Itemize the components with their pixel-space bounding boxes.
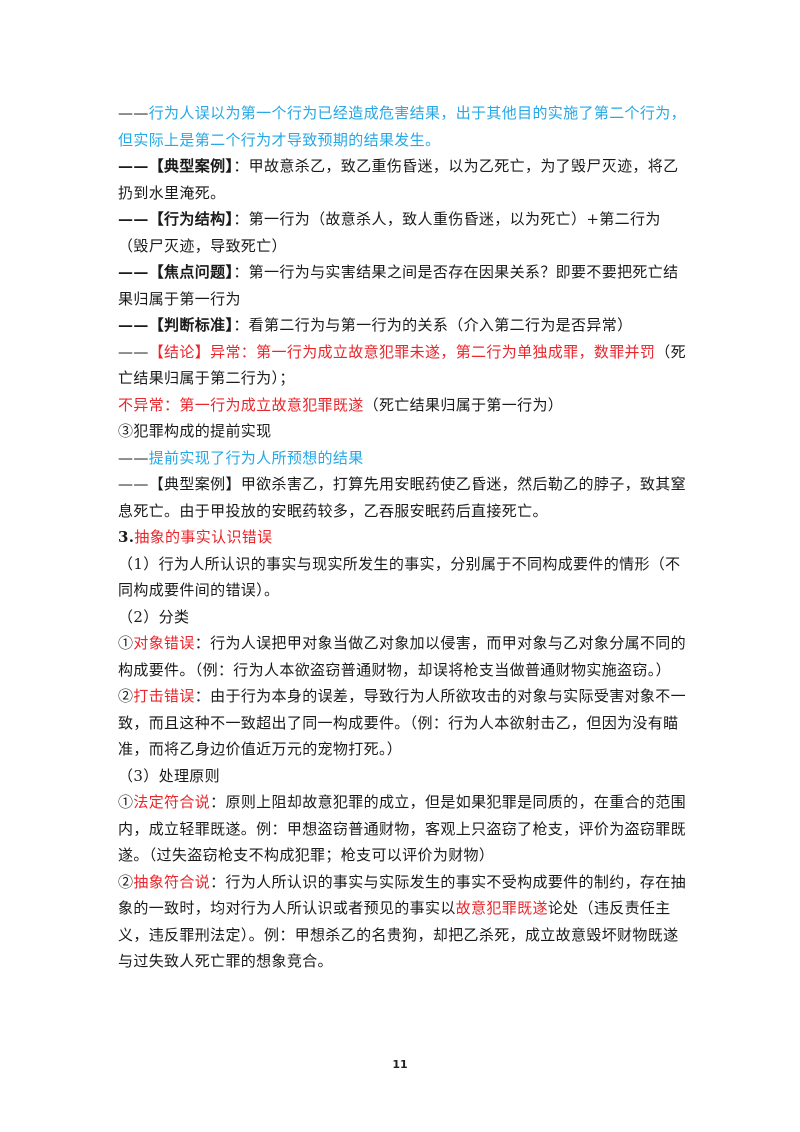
paragraph: ——【行为结构】：第一行为（故意杀人，致人重伤昏迷，以为死亡）+第二行为（毁尸灭… bbox=[118, 206, 690, 259]
text-segment: ：第一行为与实害结果之间是否存在因果关系？即要不要把死亡结果归属于第一行为 bbox=[118, 263, 679, 308]
text-segment: ：原则上阻却故意犯罪的成立，但是如果犯罪是同质的，在重合的范围内，成立轻罪既遂。… bbox=[118, 793, 686, 864]
paragraph: 不异常：第一行为成立故意犯罪既遂（死亡结果归属于第一行为） bbox=[118, 392, 690, 419]
text-segment: 对象错误 bbox=[133, 634, 195, 652]
text-segment: 打击错误 bbox=[133, 687, 195, 705]
subheading: （3）处理原则 bbox=[118, 763, 690, 790]
paragraph: ①对象错误：行为人误把甲对象当做乙对象加以侵害，而甲对象与乙对象分属不同的构成要… bbox=[118, 630, 690, 683]
text-segment: （3）处理原则 bbox=[118, 766, 220, 785]
text-segment: 异常：第一行为成立故意犯罪未遂，第二行为单独成罪，数罪并罚 bbox=[210, 342, 656, 361]
paragraph: ——提前实现了行为人所预想的结果 bbox=[118, 445, 690, 472]
paragraph: ②抽象符合说：行为人所认识的事实与实际发生的事实不受构成要件的制约，存在抽象的一… bbox=[118, 869, 690, 975]
page-number: 11 bbox=[392, 1058, 408, 1071]
text-segment: ② bbox=[118, 687, 134, 705]
text-segment: 法定符合说 bbox=[133, 793, 211, 811]
text-segment: 3. bbox=[118, 528, 135, 546]
text-segment: —— bbox=[118, 448, 149, 467]
text-segment: （死亡结果归属于第一行为） bbox=[363, 395, 564, 414]
paragraph: ——行为人误以为第一个行为已经造成危害结果，出于其他目的实施了第二个行为，但实际… bbox=[118, 100, 690, 153]
text-segment: 甲欲杀害乙，打算先用安眠药使乙昏迷，然后勒乙的脖子，致其窒息死亡。由于甲投放的安… bbox=[118, 475, 686, 520]
text-segment: ：行为人误把甲对象当做乙对象加以侵害，而甲对象与乙对象分属不同的构成要件。（例：… bbox=[118, 634, 686, 679]
text-segment: ——【焦点问题】 bbox=[118, 263, 234, 281]
text-segment: ：行为人所认识的事实与实际发生的事实不受构成要件的制约，存在抽象的一致时，均对行… bbox=[118, 872, 686, 918]
paragraph: ——【典型案例】：甲故意杀乙，致乙重伤昏迷，以为乙死亡，为了毁尸灭迹，将乙扔到水… bbox=[118, 153, 690, 206]
text-segment: ——【典型案例】 bbox=[118, 157, 234, 175]
text-segment: ——【典型案例】 bbox=[118, 475, 241, 493]
text-segment: ：看第二行为与第一行为的关系（介入第二行为是否异常） bbox=[233, 316, 633, 334]
text-segment: （2）分类 bbox=[118, 607, 190, 626]
text-segment: 【结论】 bbox=[148, 342, 211, 361]
text-segment: 抽象的事实认识错误 bbox=[134, 528, 273, 546]
text-segment: ② bbox=[118, 872, 134, 891]
text-segment: ① bbox=[118, 793, 134, 811]
text-segment: —— bbox=[118, 104, 149, 122]
text-segment: ① bbox=[118, 634, 134, 652]
text-segment: ：第一行为（故意杀人，致人重伤昏迷，以为死亡）+第二行为（毁尸灭迹，导致死亡） bbox=[118, 210, 661, 255]
paragraph: ③犯罪构成的提前实现 bbox=[118, 418, 690, 445]
text-segment: （死亡结果归属于第二行为）； bbox=[118, 342, 686, 388]
document-body: ——行为人误以为第一个行为已经造成危害结果，出于其他目的实施了第二个行为，但实际… bbox=[118, 100, 690, 975]
paragraph: ①法定符合说：原则上阻却故意犯罪的成立，但是如果犯罪是同质的，在重合的范围内，成… bbox=[118, 789, 690, 869]
section-heading: 3.抽象的事实认识错误 bbox=[118, 524, 690, 551]
paragraph: ——【判断标准】：看第二行为与第一行为的关系（介入第二行为是否异常） bbox=[118, 312, 690, 339]
text-segment: ——【判断标准】 bbox=[118, 316, 234, 334]
paragraph: ②打击错误：由于行为本身的误差，导致行为人所欲攻击的对象与实际受害对象不一致，而… bbox=[118, 683, 690, 763]
text-segment: 行为人误以为第一个行为已经造成危害结果，出于其他目的实施了第二个行为，但实际上是… bbox=[118, 104, 686, 149]
text-segment: 故意犯罪既遂 bbox=[455, 899, 548, 917]
text-segment: 论处（违反责任主义，违反罪刑法定）。例：甲想杀乙的名贵狗，却把乙杀死，成立故意毁… bbox=[118, 899, 679, 970]
text-segment: 提前实现了行为人所预想的结果 bbox=[148, 448, 364, 467]
text-segment: 抽象符合说 bbox=[133, 872, 211, 891]
subheading: （2）分类 bbox=[118, 604, 690, 631]
text-segment: 不异常：第一行为成立故意犯罪既遂 bbox=[118, 395, 364, 414]
text-segment: ：甲故意杀乙，致乙重伤昏迷，以为乙死亡，为了毁尸灭迹，将乙扔到水里淹死。 bbox=[118, 157, 679, 202]
paragraph: ——【焦点问题】：第一行为与实害结果之间是否存在因果关系？即要不要把死亡结果归属… bbox=[118, 259, 690, 312]
paragraph: ——【结论】异常：第一行为成立故意犯罪未遂，第二行为单独成罪，数罪并罚（死亡结果… bbox=[118, 339, 690, 392]
text-segment: ——【行为结构】 bbox=[118, 210, 234, 228]
text-segment: ：由于行为本身的误差，导致行为人所欲攻击的对象与实际受害对象不一致，而且这种不一… bbox=[118, 687, 686, 758]
text-segment: ③犯罪构成的提前实现 bbox=[118, 422, 272, 440]
paragraph: ——【典型案例】甲欲杀害乙，打算先用安眠药使乙昏迷，然后勒乙的脖子，致其窒息死亡… bbox=[118, 471, 690, 524]
paragraph: （1）行为人所认识的事实与现实所发生的事实，分别属于不同构成要件的情形（不同构成… bbox=[118, 551, 690, 604]
text-segment: （1）行为人所认识的事实与现实所发生的事实，分别属于不同构成要件的情形（不同构成… bbox=[118, 554, 681, 600]
text-segment: —— bbox=[118, 342, 149, 361]
